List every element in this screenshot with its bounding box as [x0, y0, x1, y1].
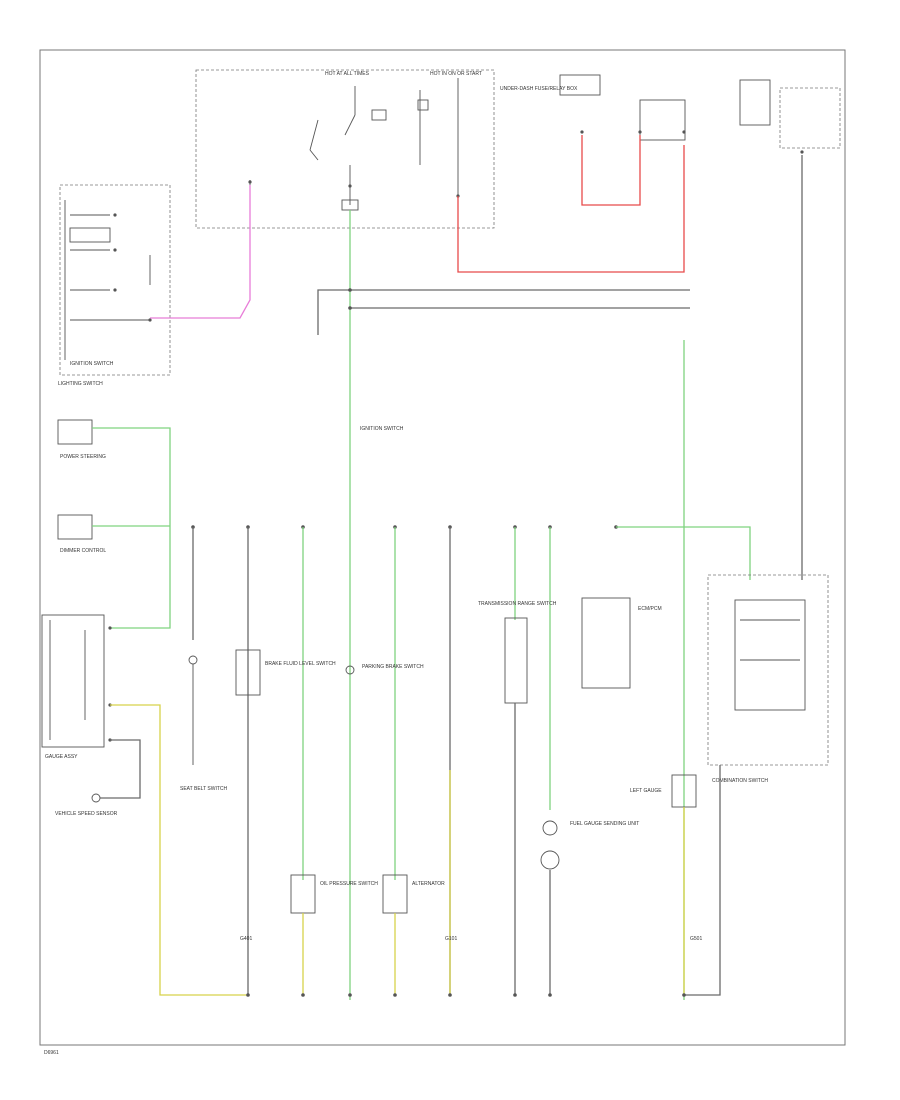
brake-fluid-switch: BRAKE FLUID LEVEL SWITCH: [235, 649, 336, 696]
left-gauge: LEFT GAUGE: [630, 774, 697, 808]
transmission-range-switch: TRANSMISSION RANGE SWITCH: [478, 601, 557, 704]
parking-brake-switch: PARKING BRAKE SWITCH: [345, 664, 424, 675]
fuel-gauge-sending-unit-label: FUEL GAUGE SENDING UNIT: [570, 821, 639, 827]
left-gauge-label: LEFT GAUGE: [630, 788, 662, 794]
fuse-box-header-right: HOT IN ON OR START: [430, 71, 482, 77]
corner-code: D6961: [44, 1050, 59, 1056]
dimmer-control-label: DIMMER CONTROL: [60, 548, 106, 554]
lighting-switch: [59, 184, 171, 376]
ground-points: [246, 993, 686, 997]
fuse-box-header-left: HOT AT ALL TIMES: [325, 71, 370, 77]
brake-fluid-switch-label: BRAKE FLUID LEVEL SWITCH: [265, 661, 336, 667]
bus-markers: [191, 525, 618, 529]
ignition-switch-label: IGNITION SWITCH: [360, 426, 404, 432]
parking-brake-switch-label: PARKING BRAKE SWITCH: [362, 664, 424, 670]
fuel-gauge-sending-unit: FUEL GAUGE SENDING UNIT: [540, 820, 639, 870]
gauge-assembly-label: GAUGE ASSY: [45, 754, 78, 760]
ignition-switch-inner-label: IGNITION SWITCH: [70, 361, 114, 367]
ground-g101-label: G101: [445, 936, 457, 942]
alternator: ALTERNATOR: [382, 874, 445, 914]
speed-sensor: VEHICLE SPEED SENSOR: [55, 793, 118, 817]
pink-wire: [150, 185, 251, 319]
power-steering-label: POWER STEERING: [60, 454, 106, 460]
combination-switch: COMBINATION SWITCH: [707, 574, 829, 784]
ground-g401-label: G401: [240, 936, 252, 942]
diagram-frame: [39, 49, 846, 1046]
ecm-label: ECM/PCM: [638, 606, 662, 612]
speed-sensor-label: VEHICLE SPEED SENSOR: [55, 811, 118, 817]
top-right-components: [559, 74, 841, 154]
black-bus: [317, 289, 690, 335]
red-wire-loop: [581, 135, 641, 206]
oil-pressure-switch: OIL PRESSURE SWITCH: [290, 874, 378, 914]
red-wire-left: [457, 145, 685, 273]
seat-belt-switch: SEAT BELT SWITCH: [180, 655, 228, 792]
ecm: ECM/PCM: [581, 597, 662, 689]
seat-belt-switch-label: SEAT BELT SWITCH: [180, 786, 228, 792]
under-dash-fuse-box: HOT AT ALL TIMES HOT IN ON OR START: [195, 69, 495, 229]
dimmer-control: DIMMER CONTROL: [57, 514, 106, 554]
transmission-range-switch-label: TRANSMISSION RANGE SWITCH: [478, 601, 557, 607]
oil-pressure-switch-label: OIL PRESSURE SWITCH: [320, 881, 378, 887]
lighting-switch-label: LIGHTING SWITCH: [58, 381, 103, 387]
power-steering: POWER STEERING: [57, 419, 106, 460]
alternator-label: ALTERNATOR: [412, 881, 445, 887]
combination-switch-label: COMBINATION SWITCH: [712, 778, 768, 784]
ground-g501-label: G501: [690, 936, 702, 942]
gauge-assembly: GAUGE ASSY: [41, 614, 112, 760]
under-dash-fuse-box-label: UNDER-DASH FUSE/RELAY BOX: [500, 86, 578, 92]
